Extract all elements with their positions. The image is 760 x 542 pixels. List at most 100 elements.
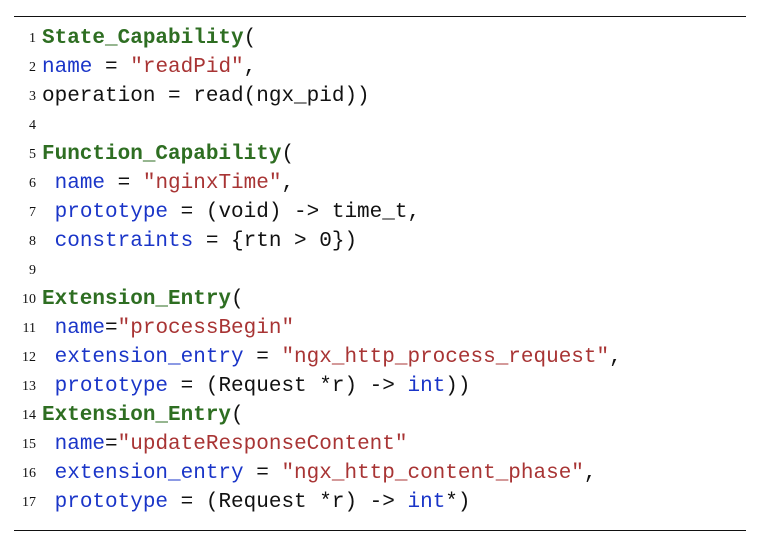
line-number: 8	[29, 234, 36, 249]
code-token-str: "processBegin"	[117, 317, 295, 340]
code-token-ty: int	[407, 375, 446, 398]
code-token-pl: =	[105, 172, 143, 195]
code-line: 6 name = "nginxTime",	[0, 169, 760, 198]
code-text: Function_Capability(	[42, 140, 294, 169]
code-token-str: "ngx_http_content_phase"	[281, 462, 584, 485]
code-token-key: extension_entry	[54, 462, 244, 485]
line-number: 3	[29, 89, 36, 104]
code-token-pl: = {rtn > 0})	[193, 230, 358, 253]
code-token-ty: int	[407, 491, 446, 514]
code-token-str: "updateResponseContent"	[117, 433, 408, 456]
code-line: 16 extension_entry = "ngx_http_content_p…	[0, 459, 760, 488]
line-number: 16	[22, 466, 36, 481]
code-token-pl: (	[231, 404, 244, 427]
code-token-key: prototype	[54, 201, 169, 224]
code-text: name = "readPid",	[42, 53, 256, 82]
code-token-pl	[42, 230, 55, 253]
code-line: 15 name="updateResponseContent"	[0, 430, 760, 459]
code-line: 9	[0, 256, 760, 285]
code-token-pl	[42, 172, 55, 195]
code-token-pl: ,	[609, 346, 622, 369]
line-number: 15	[22, 437, 36, 452]
line-number: 13	[22, 379, 36, 394]
line-number: 17	[22, 495, 36, 510]
code-line: 2 name = "readPid",	[0, 53, 760, 82]
code-text: name="updateResponseContent"	[42, 430, 408, 459]
code-token-str: "nginxTime"	[142, 172, 282, 195]
code-token-key: name	[42, 56, 93, 79]
code-token-pl	[42, 491, 55, 514]
code-text: extension_entry = "ngx_http_content_phas…	[42, 459, 597, 488]
code-token-pl: (	[281, 143, 295, 166]
code-token-kw: Extension_Entry	[42, 404, 232, 427]
code-token-kw: State_Capability	[42, 27, 244, 50]
code-token-pl: = (void) -> time_t,	[168, 201, 421, 224]
code-token-pl: =	[92, 56, 131, 79]
line-number: 1	[29, 31, 36, 46]
code-token-pl: = (Request *r) ->	[168, 491, 408, 514]
code-line: 12 extension_entry = "ngx_http_process_r…	[0, 343, 760, 372]
code-line: 11 name="processBegin"	[0, 314, 760, 343]
code-token-key: prototype	[54, 491, 169, 514]
code-text: name = "nginxTime",	[42, 169, 294, 198]
code-token-pl: operation = read(ngx_pid))	[42, 85, 370, 108]
code-text: constraints = {rtn > 0})	[42, 227, 357, 256]
code-token-str: "ngx_http_process_request"	[281, 346, 610, 369]
code-token-key: prototype	[54, 375, 169, 398]
line-number: 12	[22, 350, 36, 365]
code-token-pl: *)	[445, 491, 471, 514]
code-token-key: name	[54, 317, 106, 340]
code-token-pl: = (Request *r) ->	[168, 375, 408, 398]
bottom-rule	[14, 530, 746, 531]
line-number: 4	[29, 118, 36, 133]
line-number: 9	[29, 263, 36, 278]
code-token-pl	[42, 317, 55, 340]
line-number: 6	[29, 176, 36, 191]
code-token-kw: Function_Capability	[42, 143, 282, 166]
code-token-key: constraints	[54, 230, 194, 253]
code-line: 4	[0, 111, 760, 140]
line-number: 14	[22, 408, 36, 423]
code-line: 7 prototype = (void) -> time_t,	[0, 198, 760, 227]
code-text: extension_entry = "ngx_http_process_requ…	[42, 343, 622, 372]
line-number: 7	[29, 205, 36, 220]
code-token-pl: =	[105, 433, 118, 456]
line-number: 11	[22, 321, 36, 336]
line-number: 10	[22, 292, 36, 307]
code-token-key: extension_entry	[54, 346, 244, 369]
code-token-pl: ))	[445, 375, 471, 398]
code-token-pl	[42, 375, 55, 398]
code-text: operation = read(ngx_pid))	[42, 82, 370, 111]
code-line: 3 operation = read(ngx_pid))	[0, 82, 760, 111]
code-token-str: "readPid"	[130, 56, 244, 79]
code-text: name="processBegin"	[42, 314, 294, 343]
code-text: prototype = (Request *r) -> int))	[42, 372, 471, 401]
code-token-key: name	[54, 433, 106, 456]
code-token-pl: ,	[243, 56, 257, 79]
line-number: 2	[29, 60, 36, 75]
code-token-pl	[42, 201, 55, 224]
code-line: 1 State_Capability(	[0, 24, 760, 53]
code-text: Extension_Entry(	[42, 401, 244, 430]
code-token-pl: =	[105, 317, 118, 340]
code-token-pl	[42, 462, 55, 485]
code-token-pl: =	[243, 346, 282, 369]
code-line: 8 constraints = {rtn > 0})	[0, 227, 760, 256]
code-token-pl	[42, 346, 55, 369]
code-token-pl: ,	[583, 462, 597, 485]
code-token-pl: =	[243, 462, 282, 485]
code-token-pl	[42, 433, 55, 456]
code-token-key: name	[54, 172, 106, 195]
code-text: prototype = (void) -> time_t,	[42, 198, 420, 227]
code-token-pl: ,	[281, 172, 295, 195]
code-token-pl: (	[243, 27, 257, 50]
top-rule	[14, 16, 746, 17]
code-text: prototype = (Request *r) -> int*)	[42, 488, 471, 517]
code-line: 17 prototype = (Request *r) -> int*)	[0, 488, 760, 517]
code-text: State_Capability(	[42, 24, 256, 53]
code-line: 14 Extension_Entry(	[0, 401, 760, 430]
code-line: 13 prototype = (Request *r) -> int))	[0, 372, 760, 401]
code-text: Extension_Entry(	[42, 285, 244, 314]
